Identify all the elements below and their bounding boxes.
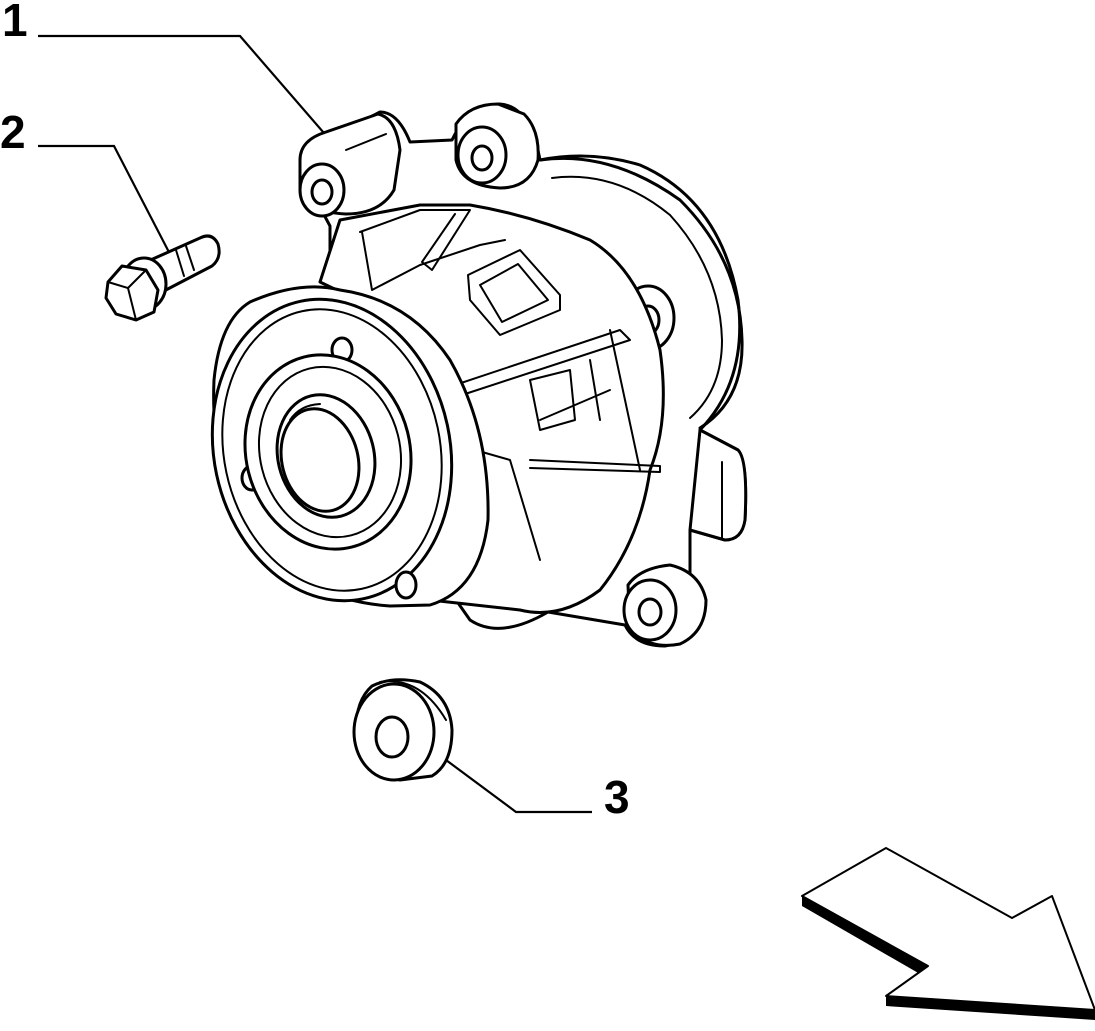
- pump-rib-5: [529, 369, 576, 431]
- leader-line-3: [445, 759, 592, 814]
- callout-label-3: 3: [604, 771, 630, 823]
- direction-arrow-icon: [801, 847, 1095, 1020]
- callout-1[interactable]: 1: [2, 0, 331, 141]
- water-pump[interactable]: [185, 102, 748, 648]
- flange-bolt[interactable]: [104, 234, 221, 322]
- pump-rear-flange-inner: [551, 175, 723, 419]
- pump-mount-ear-top-right: [454, 102, 540, 190]
- pump-side-tab: [688, 428, 748, 542]
- seal-plug[interactable]: [352, 678, 454, 782]
- callout-2[interactable]: 2: [0, 106, 173, 259]
- leader-line-2: [38, 144, 173, 259]
- bolt-hex-head: [104, 264, 160, 322]
- pump-mount-ear-top-left: [298, 112, 402, 218]
- pump-rib-4: [529, 459, 661, 473]
- pump-window-1: [467, 249, 561, 336]
- plug-center: [374, 715, 410, 759]
- pump-housing-body: [318, 203, 665, 614]
- pump-rear-flange-edge: [538, 156, 744, 430]
- flange-hole-bottom: [394, 570, 418, 600]
- pump-mount-ear-bottom-right: [622, 563, 708, 647]
- pump-rib-2: [361, 231, 506, 291]
- callout-3[interactable]: 3: [445, 759, 630, 823]
- leader-line-1: [38, 34, 331, 141]
- pump-rib-1: [359, 209, 471, 271]
- callout-label-2: 2: [0, 106, 26, 158]
- pump-rib-3: [454, 329, 631, 396]
- callout-label-1: 1: [2, 0, 28, 46]
- pump-front-flange: [210, 285, 490, 608]
